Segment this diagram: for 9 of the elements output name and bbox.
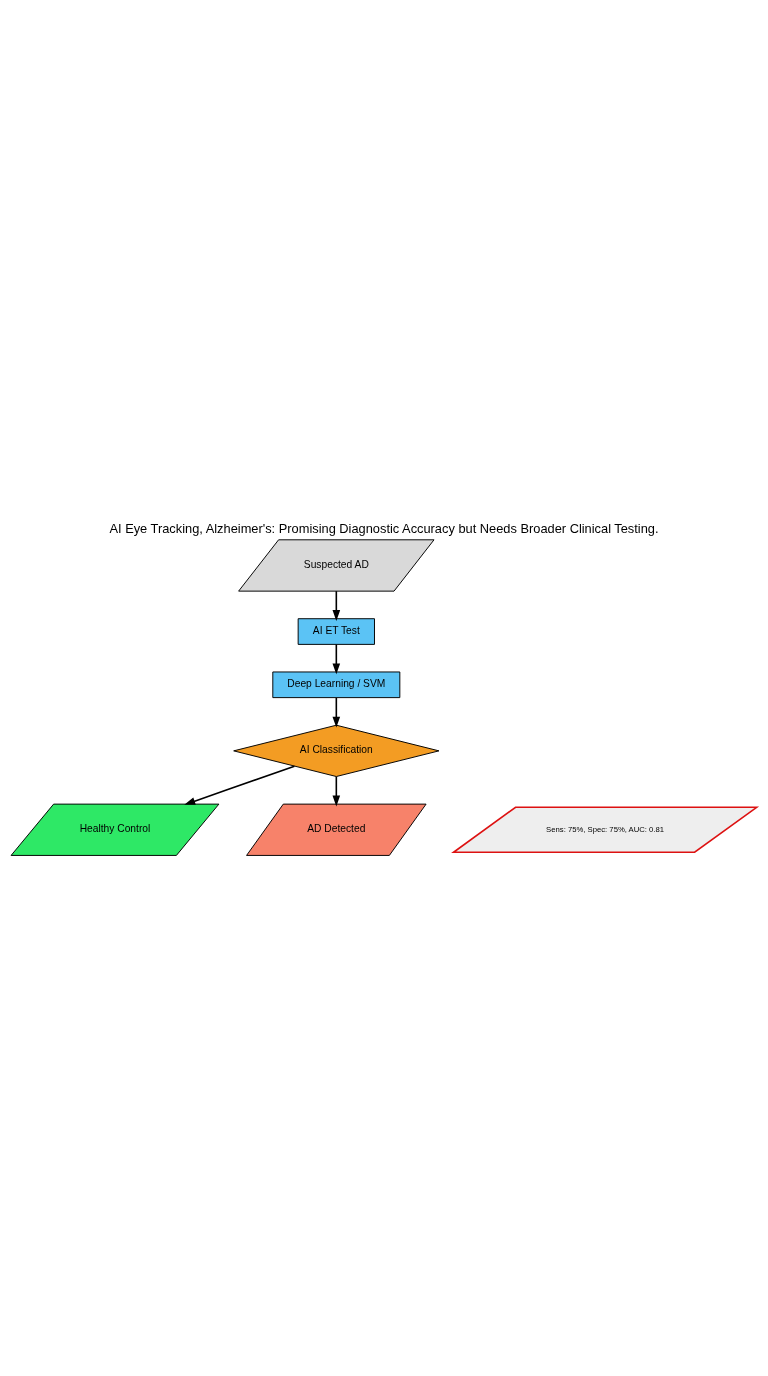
arrow — [184, 765, 296, 805]
node-box: AI ET Test — [297, 618, 375, 645]
node-diamond: AI Classification — [233, 724, 440, 777]
arrow — [332, 775, 341, 807]
arrow — [332, 643, 341, 675]
arrow — [332, 697, 341, 728]
arrow — [332, 590, 341, 621]
node-box: Deep Learning / SVM — [272, 671, 401, 699]
diagram-title: AI Eye Tracking, Alzheimer's: Promising Diagnostic Accuracy but Needs Broader Clinical Testing. — [109, 521, 659, 537]
